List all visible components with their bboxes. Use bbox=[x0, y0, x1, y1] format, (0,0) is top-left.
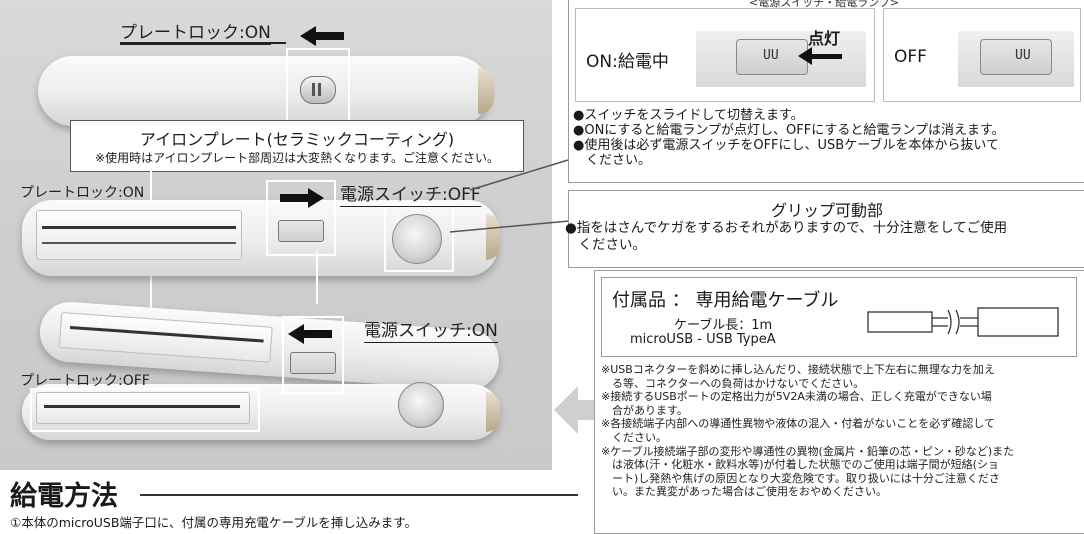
cable-length: ケーブル長：1m bbox=[674, 318, 773, 333]
iron-closed-top bbox=[38, 56, 490, 126]
on-label: ON:給電中 bbox=[586, 52, 669, 72]
iron-plate-label-box: アイロンプレート(セラミックコーティング) ※使用時はアイロンプレート部周辺は大… bbox=[70, 120, 524, 172]
port-pointer-arrow-icon bbox=[554, 386, 600, 434]
accessory-note-5: ※各接続端子内部への導通性異物や液体の混入・付着がないことを必ず確認して bbox=[601, 417, 995, 431]
power-bullet-4: ください。 bbox=[573, 153, 652, 168]
iron-end-cap bbox=[486, 214, 500, 260]
power-off-leader bbox=[316, 252, 318, 304]
iron-plate-note: ※使用時はアイロンプレート部周辺は大変熱くなります。ご注意ください。 bbox=[95, 151, 499, 165]
iron-plate-title: アイロンプレート(セラミックコーティング) bbox=[139, 130, 455, 149]
section-title: 給電方法 bbox=[10, 481, 118, 512]
accessory-note-9: ート)し発熱や焦げの原因となり大変危険です。取り扱いには十分ご注意くださ bbox=[601, 471, 1000, 485]
switch-on-slider-icon: UU bbox=[736, 39, 808, 75]
plate-slot bbox=[44, 405, 240, 408]
lamp-arrow-icon bbox=[798, 47, 842, 67]
off-label: OFF bbox=[894, 47, 927, 67]
accessory-title: 付属品 ： 専用給電ケーブル bbox=[612, 290, 839, 311]
accessory-note-1: ※USBコネクターを斜めに挿し込んだり、接続状態で上下左右に無理な力を加え bbox=[601, 363, 995, 376]
power-bullet-3: ●使用後は必ず電源スイッチをOFFにし、USBケーブルを本体から抜いて bbox=[573, 138, 1000, 153]
iron-end-cap bbox=[478, 68, 494, 114]
accessory-note-3: ※接続するUSBポートの定格出力が5V2A未満の場合、正しく充電ができない場 bbox=[601, 390, 992, 404]
switch-mark: UU bbox=[1015, 48, 1031, 63]
lock-off-plate-box bbox=[30, 388, 260, 432]
arrow-left-icon bbox=[288, 324, 334, 344]
grip-line-1: ●指をはさんでケガをするおそれがありますので、十分注意をしてご使用 bbox=[565, 220, 1008, 236]
power-bullet-2: ●ONにすると給電ランプが点灯し、OFFにすると給電ランプは消えます。 bbox=[573, 123, 1005, 138]
accessory-panel: 付属品 ： 専用給電ケーブル ケーブル長：1m microUSB - USB T… bbox=[594, 270, 1084, 534]
iron-end-cap bbox=[486, 392, 500, 432]
accessory-inner-box: 付属品 ： 専用給電ケーブル ケーブル長：1m microUSB - USB T… bbox=[601, 277, 1077, 357]
accessory-note-6: ください。 bbox=[601, 431, 667, 444]
iron-plate-lower bbox=[36, 392, 250, 424]
accessory-note-10: い。また異変があった場合はご使用をおやめください。 bbox=[601, 485, 887, 499]
accessory-note-4: 合があります。 bbox=[601, 403, 688, 417]
power-switch-off-icon bbox=[278, 220, 324, 242]
arrow-right-icon bbox=[278, 188, 324, 208]
accessory-note-8: は液体(汗・化粧水・飲料水等)が付着した状態でのご使用は端子間が短絡(ショ bbox=[601, 458, 999, 472]
grip-title: グリップ可動部 bbox=[770, 201, 883, 220]
power-switch-panel: <電源スイッチ・給電ランプ> ON:給電中 UU 点灯 OFF UU ●スイッチ… bbox=[568, 0, 1084, 183]
lock-off-label: プレートロック:OFF bbox=[20, 373, 150, 389]
power-switch-on-icon bbox=[290, 352, 336, 374]
lock-slider-icon bbox=[300, 76, 336, 104]
section-title-rule bbox=[140, 494, 578, 496]
lock-top-leader bbox=[120, 42, 286, 44]
switch-on-image: ON:給電中 UU 点灯 bbox=[575, 8, 875, 102]
lamp-label: 点灯 bbox=[808, 29, 841, 48]
grip-knob-lower bbox=[398, 382, 444, 428]
plate-slot bbox=[42, 226, 236, 229]
arrow-left-icon bbox=[300, 26, 346, 46]
switch-off-image: OFF UU bbox=[883, 8, 1081, 102]
grip-highlight-box bbox=[384, 204, 454, 272]
plate-slot bbox=[42, 242, 236, 244]
lock-on-switch-box bbox=[282, 316, 344, 394]
power-on-label: 電源スイッチ:ON bbox=[364, 316, 498, 343]
section-step-1: ①本体のmicroUSB端子口に、付属の専用充電ケーブルを挿し込みます。 bbox=[10, 515, 418, 530]
grip-line-2: ください。 bbox=[565, 237, 646, 253]
product-photo: プレートロック:ON アイロンプレート(セラミックコーティング) ※使用時はアイ… bbox=[0, 0, 552, 470]
iron-plate-mid bbox=[36, 210, 242, 260]
accessory-note-7: ※ケーブル接続端子部の変形や導通性の異物(金属片・鉛筆の芯・ピン・砂など)また bbox=[601, 444, 1015, 458]
power-off-label: 電源スイッチ:OFF bbox=[340, 180, 481, 207]
grip-panel: グリップ可動部 ●指をはさんでケガをするおそれがありますので、十分注意をしてご使… bbox=[565, 190, 1084, 268]
switch-mark: UU bbox=[763, 48, 779, 63]
lock-off-switch-box bbox=[266, 180, 336, 256]
cable-type: microUSB - USB TypeA bbox=[630, 332, 776, 347]
lock-on-top-label: プレートロック:ON bbox=[120, 18, 271, 45]
accessory-note-2: る等、コネクターへの負荷はかけないでください。 bbox=[601, 376, 865, 390]
switch-off-slider-icon: UU bbox=[980, 39, 1052, 75]
lock-on-mid-label: プレートロック:ON bbox=[20, 185, 145, 201]
cable-illustration-icon bbox=[867, 307, 1059, 337]
power-panel-header: <電源スイッチ・給電ランプ> bbox=[749, 0, 900, 9]
grip-knob-mid bbox=[392, 214, 442, 264]
power-bullet-1: ●スイッチをスライドして切替えます。 bbox=[573, 108, 804, 123]
